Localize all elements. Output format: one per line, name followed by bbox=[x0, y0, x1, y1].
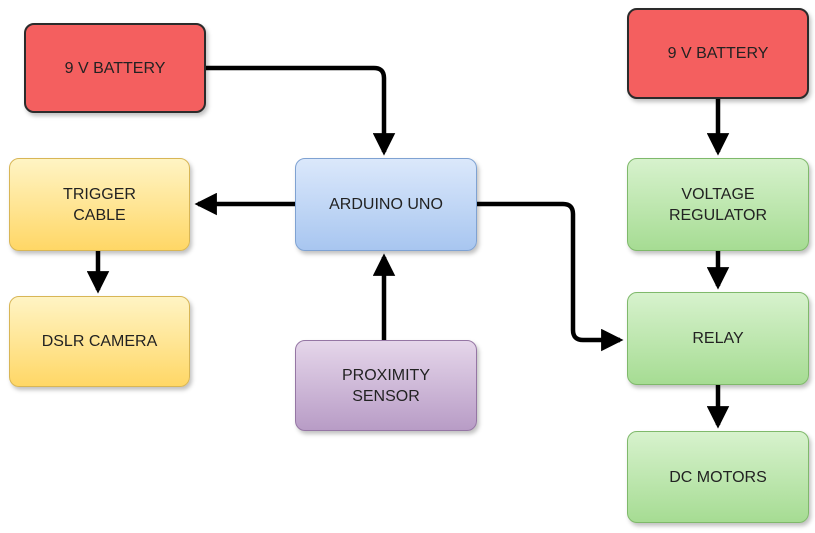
edge-battery-left-to-arduino bbox=[206, 65, 396, 156]
dslr-camera-node: DSLR CAMERA bbox=[9, 296, 190, 387]
proximity-sensor-node: PROXIMITY SENSOR bbox=[295, 340, 477, 431]
dc-motors-node: DC MOTORS bbox=[627, 431, 809, 523]
battery-right-node: 9 V BATTERY bbox=[627, 8, 809, 99]
edge-arduino-to-relay bbox=[477, 201, 624, 352]
battery-left-node: 9 V BATTERY bbox=[24, 23, 206, 113]
trigger-cable-node: TRIGGER CABLE bbox=[9, 158, 190, 251]
voltage-regulator-node: VOLTAGE REGULATOR bbox=[627, 158, 809, 251]
relay-node: RELAY bbox=[627, 292, 809, 385]
arduino-uno-node: ARDUINO UNO bbox=[295, 158, 477, 251]
